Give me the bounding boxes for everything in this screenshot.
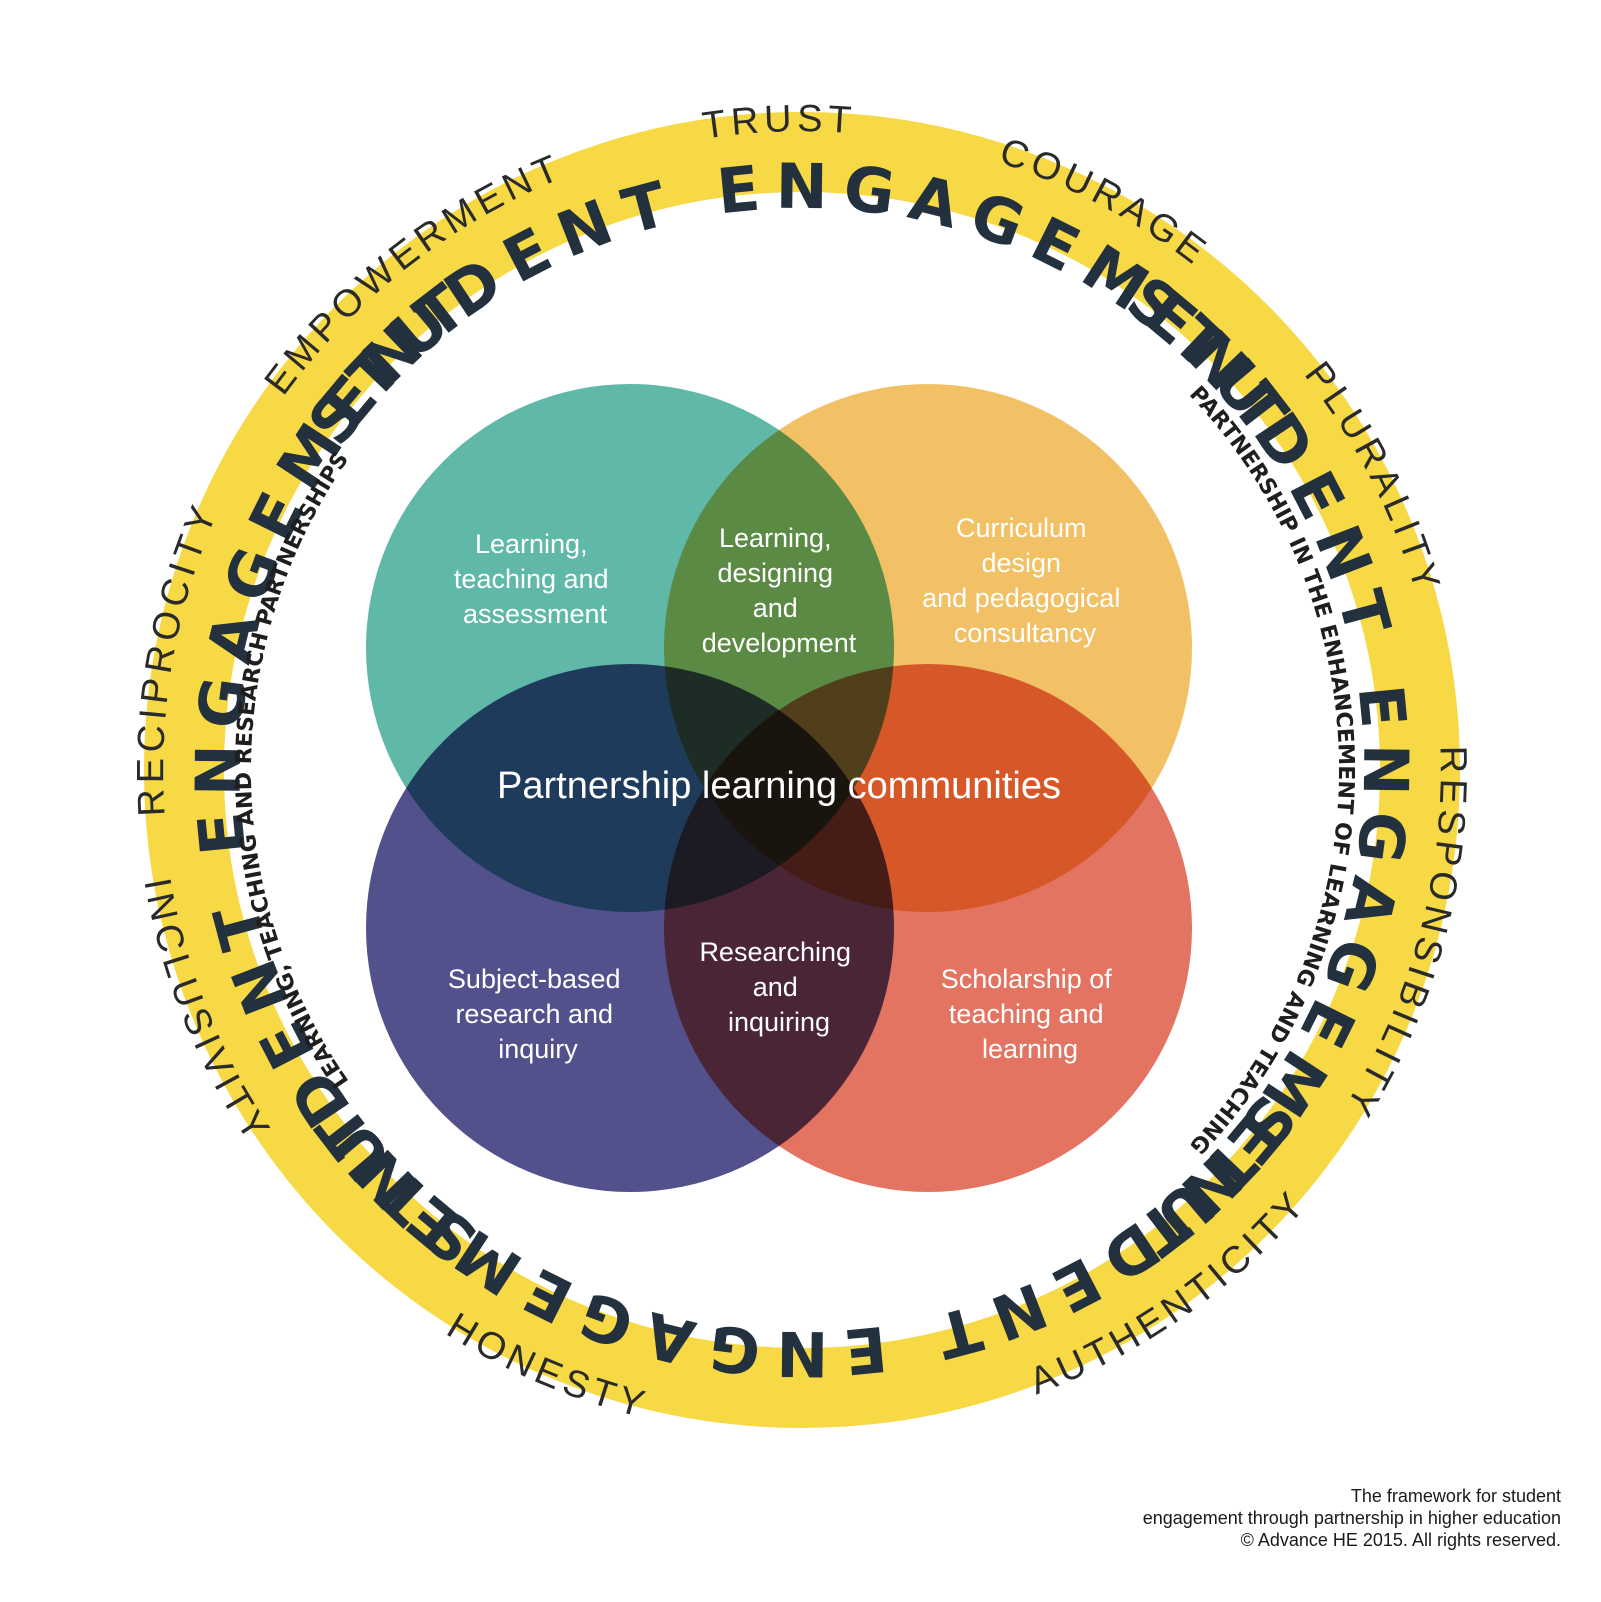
venn-diagram bbox=[366, 384, 1192, 1192]
footer-line-1: The framework for student bbox=[1350, 1486, 1561, 1506]
footer-line-2: engagement through partnership in higher… bbox=[1142, 1508, 1561, 1528]
value-trust: TRUST bbox=[700, 96, 859, 148]
label-top-right: Curriculum design and pedagogical consul… bbox=[922, 513, 1128, 648]
circle-bottom-right bbox=[664, 664, 1192, 1192]
label-bottom-overlap: Researching and inquiring bbox=[699, 937, 858, 1037]
footer-line-3: © Advance HE 2015. All rights reserved. bbox=[1240, 1530, 1561, 1550]
center-label: Partnership learning communities bbox=[497, 765, 1061, 807]
label-top-overlap: Learning, designing and development bbox=[702, 523, 857, 658]
values-ring bbox=[144, 112, 1460, 1428]
label-top-left: Learning, teaching and assessment bbox=[454, 529, 616, 629]
label-bottom-right: Scholarship of teaching and learning bbox=[941, 964, 1120, 1064]
copyright-footer: The framework for student engagement thr… bbox=[1143, 1485, 1561, 1551]
label-bottom-left: Subject-based research and inquiry bbox=[448, 964, 628, 1064]
